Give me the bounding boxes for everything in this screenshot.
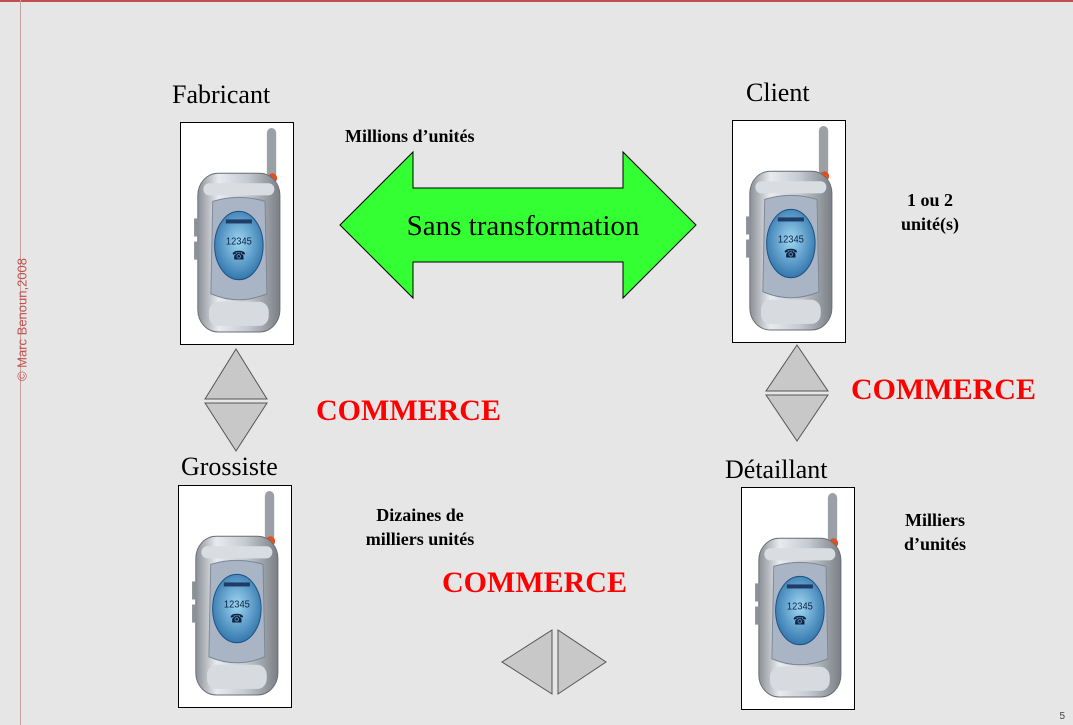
detaillant-quantity-line2: d’unités bbox=[903, 534, 966, 555]
left-vertical-arrows bbox=[204, 348, 268, 452]
phone-icon bbox=[733, 121, 845, 342]
detaillant-quantity-line1: Milliers bbox=[905, 510, 965, 530]
grossiste-quantity-line2: milliers unités bbox=[365, 529, 475, 550]
left-triangle-icon bbox=[501, 629, 553, 695]
page-number: 5 bbox=[1059, 711, 1065, 722]
phone-icon bbox=[181, 123, 293, 344]
commerce-label-bottom: COMMERCE bbox=[442, 566, 627, 599]
grossiste-quantity: Dizaines de milliers unités bbox=[330, 503, 510, 552]
client-quantity: 1 ou 2 unité(s) bbox=[880, 188, 980, 237]
grossiste-phone-image bbox=[178, 485, 292, 708]
phone-icon bbox=[179, 486, 291, 707]
fabricant-quantity: Millions d’unités bbox=[345, 126, 475, 146]
detaillant-quantity: Milliers d’unités bbox=[880, 508, 990, 557]
down-triangle-icon bbox=[765, 394, 829, 442]
commerce-label-left: COMMERCE bbox=[316, 394, 501, 427]
sans-transformation-arrow bbox=[339, 150, 697, 300]
grossiste-label: Grossiste bbox=[181, 452, 278, 481]
left-margin-line bbox=[20, 0, 21, 725]
right-vertical-arrows bbox=[765, 344, 829, 442]
fabricant-phone-image bbox=[180, 122, 294, 345]
phone-icon bbox=[742, 488, 854, 709]
bottom-horizontal-arrows bbox=[501, 629, 607, 695]
sans-transformation-label: Sans transformation bbox=[406, 210, 640, 242]
up-triangle-icon bbox=[204, 348, 268, 400]
grossiste-quantity-line1: Dizaines de bbox=[376, 505, 464, 525]
client-phone-image bbox=[732, 120, 846, 343]
fabricant-label: Fabricant bbox=[172, 80, 271, 109]
up-triangle-icon bbox=[765, 344, 829, 392]
commerce-label-right: COMMERCE bbox=[851, 373, 1036, 406]
client-label: Client bbox=[746, 78, 810, 107]
right-triangle-icon bbox=[557, 629, 607, 695]
detaillant-phone-image bbox=[741, 487, 855, 710]
client-quantity-line2: unité(s) bbox=[901, 214, 959, 235]
copyright-notice: © Marc Benoun,2008 bbox=[14, 257, 30, 382]
client-quantity-line1: 1 ou 2 bbox=[906, 190, 953, 210]
detaillant-label: Détaillant bbox=[725, 455, 828, 484]
down-triangle-icon bbox=[204, 402, 268, 452]
top-accent-line bbox=[0, 0, 1073, 2]
